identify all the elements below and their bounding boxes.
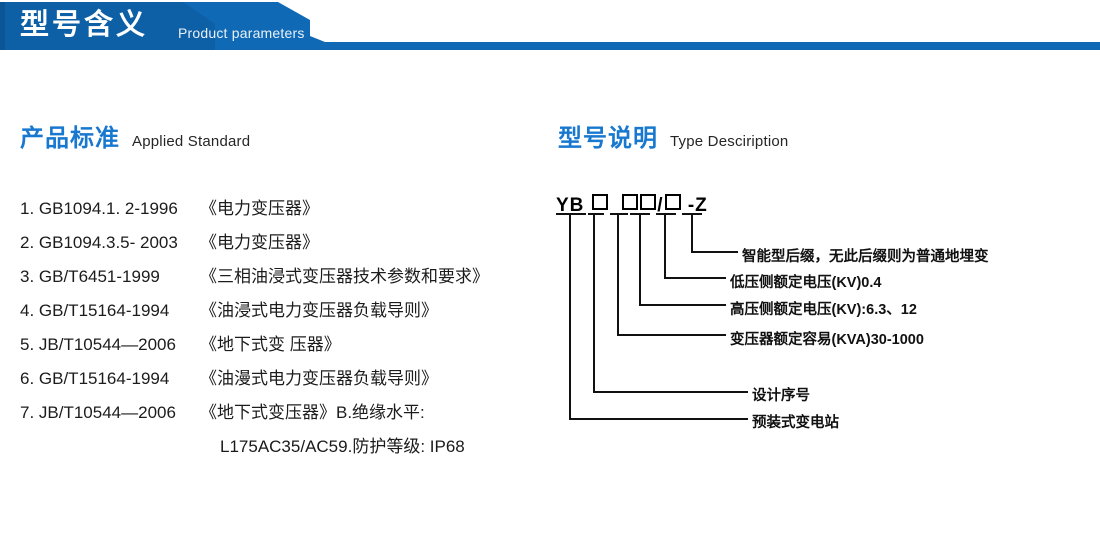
standard-code: 3. GB/T6451-1999 — [20, 267, 160, 286]
standard-code: 6. GB/T15164-1994 — [20, 369, 170, 388]
list-item: 5. JB/T10544—2006 《地下式变 压器》 — [20, 328, 540, 362]
list-item: 4. GB/T15164-1994 《油浸式电力变压器负载导则》 — [20, 294, 540, 328]
list-item: 3. GB/T6451-1999 《三相油浸式变压器技术参数和要求》 — [20, 260, 540, 294]
standard-name: 《地下式变 压器》 — [200, 335, 341, 354]
standard-code: 7. JB/T10544—2006 — [20, 403, 176, 422]
label-lv-voltage: 低压侧额定电压(KV)0.4 — [730, 275, 882, 291]
banner-underline-bar — [0, 42, 1100, 50]
label-smart-suffix: 智能型后缀，无此后缀则为普通地埋变 — [742, 249, 989, 265]
type-description-heading-zh: 型号说明 — [558, 125, 658, 152]
leader-line-hv-voltage — [639, 214, 726, 306]
standard-name: 《电力变压器》 — [200, 233, 319, 252]
label-hv-voltage: 高压侧额定电压(KV):6.3、12 — [730, 302, 917, 318]
model-code-separator: / — [657, 195, 664, 216]
leader-line-design-serial — [593, 214, 748, 393]
code-box-4-icon — [664, 194, 681, 210]
standard-code: 2. GB1094.3.5- 2003 — [20, 233, 178, 252]
standard-code: 1. GB1094.1. 2-1996 — [20, 199, 178, 218]
list-item: 2. GB1094.3.5- 2003 《电力变压器》 — [20, 226, 540, 260]
model-code-prefix: YB — [556, 195, 585, 216]
leader-line-prefabricated-substation — [569, 214, 748, 420]
standard-name: 《三相油浸式变压器技术参数和要求》 — [200, 267, 489, 286]
leader-line-lv-voltage — [664, 214, 726, 279]
standard-name: 《电力变压器》 — [200, 199, 319, 218]
list-item: 1. GB1094.1. 2-1996 《电力变压器》 — [20, 192, 540, 226]
leader-line-rated-capacity — [617, 214, 726, 336]
type-description-heading: 型号说明 Type Desciription — [558, 118, 788, 153]
label-prefabricated-substation: 预装式变电站 — [752, 415, 839, 431]
banner-angled-shape-dark — [0, 2, 215, 50]
standard-code: 5. JB/T10544—2006 — [20, 335, 176, 354]
leader-line-smart-suffix — [691, 214, 738, 253]
applied-standard-heading: 产品标准 Applied Standard — [20, 118, 250, 153]
code-box-1-icon — [591, 194, 608, 210]
model-code-string: YB / -Z — [556, 194, 708, 217]
standard-continuation-line: L175AC35/AC59.防护等级: IP68 — [220, 437, 465, 456]
banner-title: 型号含义 — [20, 9, 149, 41]
applied-standard-heading-zh: 产品标准 — [20, 125, 120, 152]
banner-subtitle: Product parameters — [178, 25, 305, 41]
type-description-heading-en: Type Desciription — [670, 133, 789, 150]
code-box-3-icon — [640, 194, 657, 210]
standard-name: 《油浸式电力变压器负载导则》 — [200, 301, 438, 320]
label-rated-capacity: 变压器额定容易(KVA)30-1000 — [730, 332, 924, 348]
model-code-dash: - — [687, 195, 696, 216]
page-banner: 型号含义 Product parameters — [0, 0, 1100, 56]
label-design-serial: 设计序号 — [752, 388, 810, 404]
standard-name: 《油漫式电力变压器负载导则》 — [200, 369, 438, 388]
standard-name: 《地下式变压器》B.绝缘水平: — [200, 403, 425, 422]
standards-list: 1. GB1094.1. 2-1996 《电力变压器》 2. GB1094.3.… — [20, 192, 540, 464]
model-code-suffix: Z — [695, 195, 708, 216]
standard-code: 4. GB/T15164-1994 — [20, 301, 170, 320]
list-item: 7. JB/T10544—2006 《地下式变压器》B.绝缘水平: — [20, 396, 540, 430]
list-item: 6. GB/T15164-1994 《油漫式电力变压器负载导则》 — [20, 362, 540, 396]
code-box-2-icon — [622, 194, 639, 210]
applied-standard-heading-en: Applied Standard — [132, 133, 251, 150]
banner-left-edge — [0, 2, 5, 50]
